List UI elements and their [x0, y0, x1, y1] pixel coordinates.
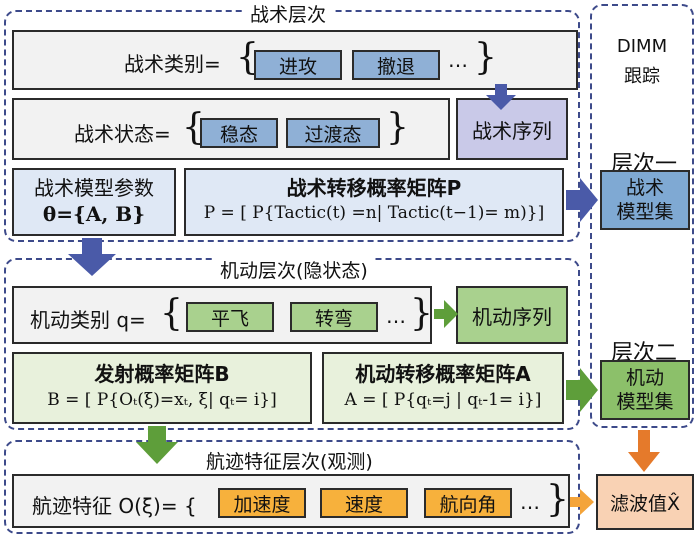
- arrow-down-icon: [68, 238, 116, 276]
- tactic-sequence-box: 战术序列: [456, 98, 568, 160]
- tactic-state-transition: 过渡态: [286, 118, 380, 148]
- arrow-right-icon: [434, 300, 458, 328]
- left-brace: {: [236, 37, 259, 78]
- dimm-title: DIMM: [616, 36, 668, 57]
- maneuver-category-ellipsis: …: [386, 304, 406, 328]
- tactic-model-set-box: 战术 模型集: [600, 170, 690, 230]
- emission-matrix-title: 发射概率矩阵B: [94, 362, 230, 386]
- maneuver-transition-box: [322, 352, 564, 424]
- dimm-tracking-region: [590, 4, 694, 428]
- maneuver-item-level: 平飞: [186, 302, 274, 332]
- tactic-level-title: 战术层次: [244, 0, 333, 27]
- filter-output-label: 滤波值X̂: [609, 492, 681, 515]
- maneuver-sequence-box: 机动序列: [456, 286, 568, 344]
- track-level-region: [4, 440, 580, 534]
- tactic-params-box: [12, 168, 176, 236]
- dimm-subtitle: 跟踪: [624, 66, 660, 87]
- tactic-transition-title: 战术转移概率矩阵P: [286, 176, 462, 200]
- maneuver-model-set-line2: 模型集: [616, 391, 674, 413]
- maneuver-item-turn: 转弯: [290, 302, 378, 332]
- emission-matrix-formula: B = [ P{Oₜ(ξ)=xₜ, ξ| qₜ= i}]: [47, 390, 277, 410]
- track-item-heading: 航向角: [424, 488, 512, 518]
- tactic-model-set-line2: 模型集: [616, 201, 674, 223]
- tactic-params-line1: 战术模型参数: [34, 176, 154, 200]
- filter-output-box: 滤波值X̂: [596, 474, 694, 530]
- left-brace: {: [160, 293, 183, 334]
- maneuver-category-label: 机动类别 q=: [30, 308, 146, 332]
- tactic-params-line2: θ={A, B}: [42, 202, 146, 226]
- tactic-transition-formula: P = [ P{Tactic(t) =n| Tactic(t−1)= m)}]: [203, 203, 545, 223]
- tactic-item-retreat: 撤退: [352, 50, 440, 80]
- track-feature-ellipsis: …: [520, 490, 540, 514]
- right-brace: }: [386, 107, 409, 148]
- tactic-category-ellipsis: …: [448, 48, 468, 72]
- track-item-velocity: 速度: [320, 488, 408, 518]
- arrow-right-icon: [566, 368, 598, 412]
- maneuver-model-set-box: 机动 模型集: [600, 360, 690, 420]
- track-level-title: 航迹特征层次(观测): [200, 447, 379, 474]
- maneuver-level-title: 机动层次(隐状态): [214, 256, 374, 283]
- tactic-transition-box: [184, 168, 564, 236]
- arrow-down-icon: [136, 426, 178, 464]
- right-brace: }: [410, 293, 433, 334]
- tactic-state-label: 战术状态=: [74, 122, 171, 146]
- track-feature-label: 航迹特征 O(ξ)= {: [32, 494, 197, 518]
- emission-matrix-box: [12, 352, 312, 424]
- track-item-acceleration: 加速度: [218, 488, 306, 518]
- maneuver-transition-title: 机动转移概率矩阵A: [355, 362, 531, 386]
- tactic-item-attack: 进攻: [254, 50, 342, 80]
- tactic-sequence-label: 战术序列: [472, 118, 552, 143]
- arrow-down-icon: [628, 430, 660, 472]
- right-brace: }: [546, 479, 569, 520]
- arrow-down-icon: [486, 84, 516, 110]
- arrow-right-icon: [570, 489, 594, 515]
- left-brace: {: [182, 107, 205, 148]
- right-brace: }: [474, 37, 497, 78]
- maneuver-transition-formula: A = [ P{qₜ=j | qₜ-1= i}]: [344, 390, 542, 410]
- arrow-right-icon: [566, 178, 598, 222]
- maneuver-model-set-line1: 机动: [625, 367, 664, 389]
- tactic-model-set-line1: 战术: [625, 177, 664, 199]
- maneuver-sequence-label: 机动序列: [472, 304, 552, 329]
- tactic-category-label: 战术类别=: [124, 52, 221, 76]
- tactic-state-steady: 稳态: [200, 118, 278, 148]
